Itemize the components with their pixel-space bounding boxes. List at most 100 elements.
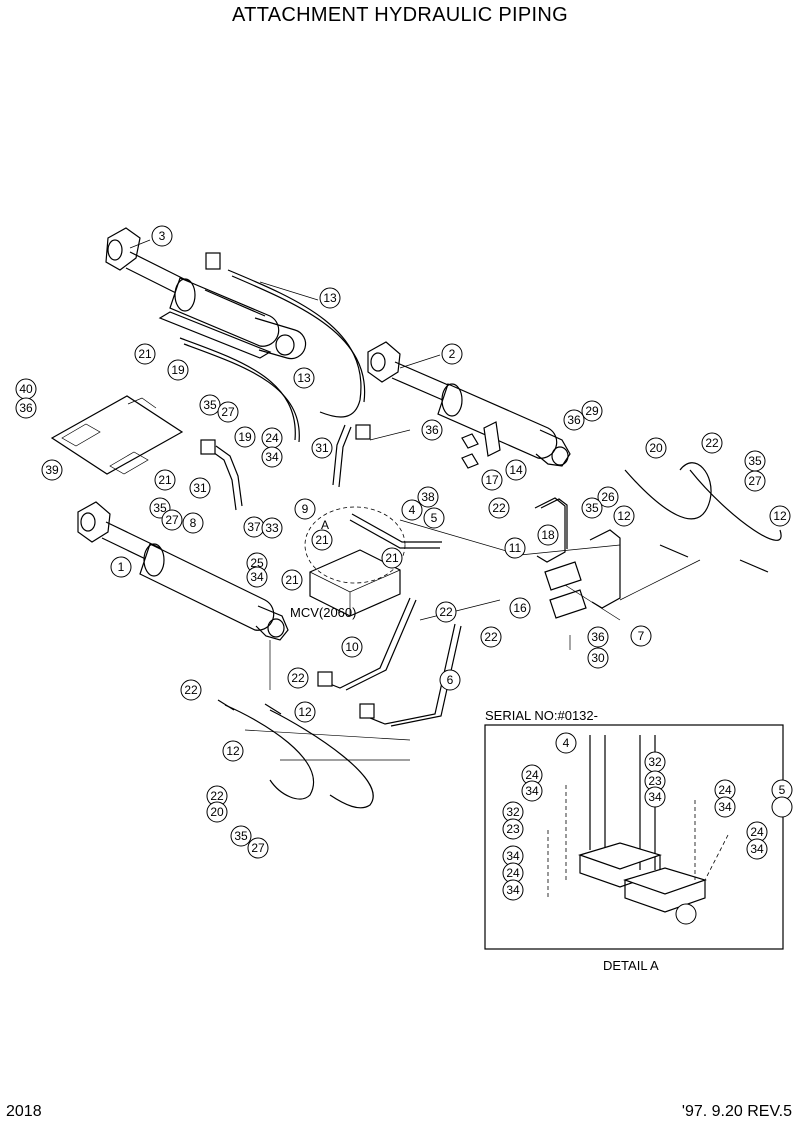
part-callout-19: 19: [234, 426, 256, 448]
svg-text:2: 2: [449, 347, 456, 361]
part-callout-22: 22: [287, 667, 309, 689]
svg-text:6: 6: [447, 673, 454, 687]
svg-text:36: 36: [567, 413, 581, 427]
svg-text:12: 12: [617, 509, 631, 523]
part-callout-13: 13: [319, 287, 341, 309]
part-callout-6: 6: [439, 669, 461, 691]
svg-text:12: 12: [226, 744, 240, 758]
svg-text:24: 24: [525, 768, 539, 782]
part-callout-26: 26: [597, 486, 619, 508]
svg-text:20: 20: [210, 805, 224, 819]
pipe-part-6: [359, 623, 462, 727]
part-callout-18: 18: [537, 524, 559, 546]
part-callout-4: 4: [401, 499, 423, 521]
svg-text:27: 27: [748, 474, 762, 488]
svg-text:27: 27: [165, 513, 179, 527]
part-callout-22: 22: [488, 497, 510, 519]
svg-text:34: 34: [265, 450, 279, 464]
part-callout-5: 5: [423, 507, 445, 529]
part-callout-27: 27: [217, 401, 239, 423]
svg-text:18: 18: [541, 528, 555, 542]
detail-callout-34: 34: [502, 879, 524, 901]
svg-text:1: 1: [118, 560, 125, 574]
svg-text:34: 34: [648, 790, 662, 804]
svg-text:8: 8: [190, 516, 197, 530]
svg-text:7: 7: [638, 629, 645, 643]
svg-text:5: 5: [779, 783, 786, 797]
revision-label: '97. 9.20 REV.5: [681, 1103, 792, 1120]
part-callout-22: 22: [206, 785, 228, 807]
page-number: 2018: [6, 1103, 42, 1120]
detail-callout-32: 32: [644, 751, 666, 773]
part-callout-27: 27: [744, 470, 766, 492]
pipe-part-9: [332, 424, 371, 488]
svg-text:27: 27: [251, 841, 265, 855]
part-callout-22: 22: [435, 601, 457, 623]
svg-text:16: 16: [513, 601, 527, 615]
svg-text:24: 24: [506, 866, 520, 880]
part-callout-8: 8: [182, 512, 204, 534]
leader-lines: [129, 239, 701, 761]
hose-part-13: [179, 252, 366, 443]
part-callout-36: 36: [563, 409, 585, 431]
mcv-label: MCV(2060): [290, 605, 356, 620]
svg-text:21: 21: [285, 573, 299, 587]
svg-text:11: 11: [509, 541, 522, 555]
svg-text:22: 22: [484, 630, 498, 644]
svg-text:23: 23: [506, 822, 520, 836]
part-callout-31: 31: [189, 477, 211, 499]
svg-text:34: 34: [506, 883, 520, 897]
detail-a-drawing: [547, 735, 729, 913]
part-callout-16: 16: [509, 597, 531, 619]
svg-text:30: 30: [591, 651, 605, 665]
detail-callout-24: 24: [746, 821, 768, 843]
part-callout-12: 12: [613, 505, 635, 527]
part-callout-35: 35: [199, 394, 221, 416]
part-callout-1: 1: [110, 556, 132, 578]
main-control-valve: [304, 506, 406, 617]
pipe-part-8: [200, 439, 243, 511]
svg-text:12: 12: [773, 509, 787, 523]
part-callout-12: 12: [769, 505, 791, 527]
part-callout-31: 31: [311, 437, 333, 459]
svg-text:22: 22: [705, 436, 719, 450]
hose-part-12-bottom: [217, 699, 374, 809]
svg-text:5: 5: [431, 511, 438, 525]
part-callout-9: 9: [294, 498, 316, 520]
svg-text:36: 36: [425, 423, 439, 437]
part-callout-21: 21: [311, 529, 333, 551]
part-callout-36: 36: [421, 419, 443, 441]
part-callout-30: 30: [587, 647, 609, 669]
svg-text:35: 35: [203, 398, 217, 412]
svg-text:35: 35: [153, 501, 167, 515]
svg-text:21: 21: [138, 347, 152, 361]
arm-cylinder-part-3: [105, 227, 307, 360]
svg-text:22: 22: [492, 501, 506, 515]
detail-callout-34: 34: [746, 838, 768, 860]
detail-a-box: [484, 724, 784, 950]
clamp-part-14: [461, 421, 501, 469]
part-callout-33: 33: [261, 517, 283, 539]
detail-callout-4: 4: [555, 732, 577, 754]
detail-callout-34: 34: [714, 796, 736, 818]
svg-text:21: 21: [315, 533, 329, 547]
detail-callout-34: 23: [502, 818, 524, 840]
detail-callout-24: 24: [714, 779, 736, 801]
svg-text:31: 31: [193, 481, 207, 495]
svg-text:35: 35: [585, 501, 599, 515]
svg-text:23: 23: [648, 774, 662, 788]
part-callout-40: 40: [15, 378, 37, 400]
part-callout-20: 20: [645, 437, 667, 459]
svg-text:20: 20: [649, 441, 663, 455]
svg-text:37: 37: [247, 520, 261, 534]
svg-text:4: 4: [409, 503, 416, 517]
svg-text:27: 27: [221, 405, 235, 419]
part-callout-27: 27: [247, 837, 269, 859]
svg-text:31: 31: [315, 441, 329, 455]
svg-text:33: 33: [265, 521, 279, 535]
part-callout-19: 19: [167, 359, 189, 381]
svg-text:24: 24: [265, 431, 279, 445]
detail-caption: DETAIL A: [603, 958, 659, 973]
part-callout-36: 36: [15, 397, 37, 419]
svg-text:4: 4: [563, 736, 570, 750]
